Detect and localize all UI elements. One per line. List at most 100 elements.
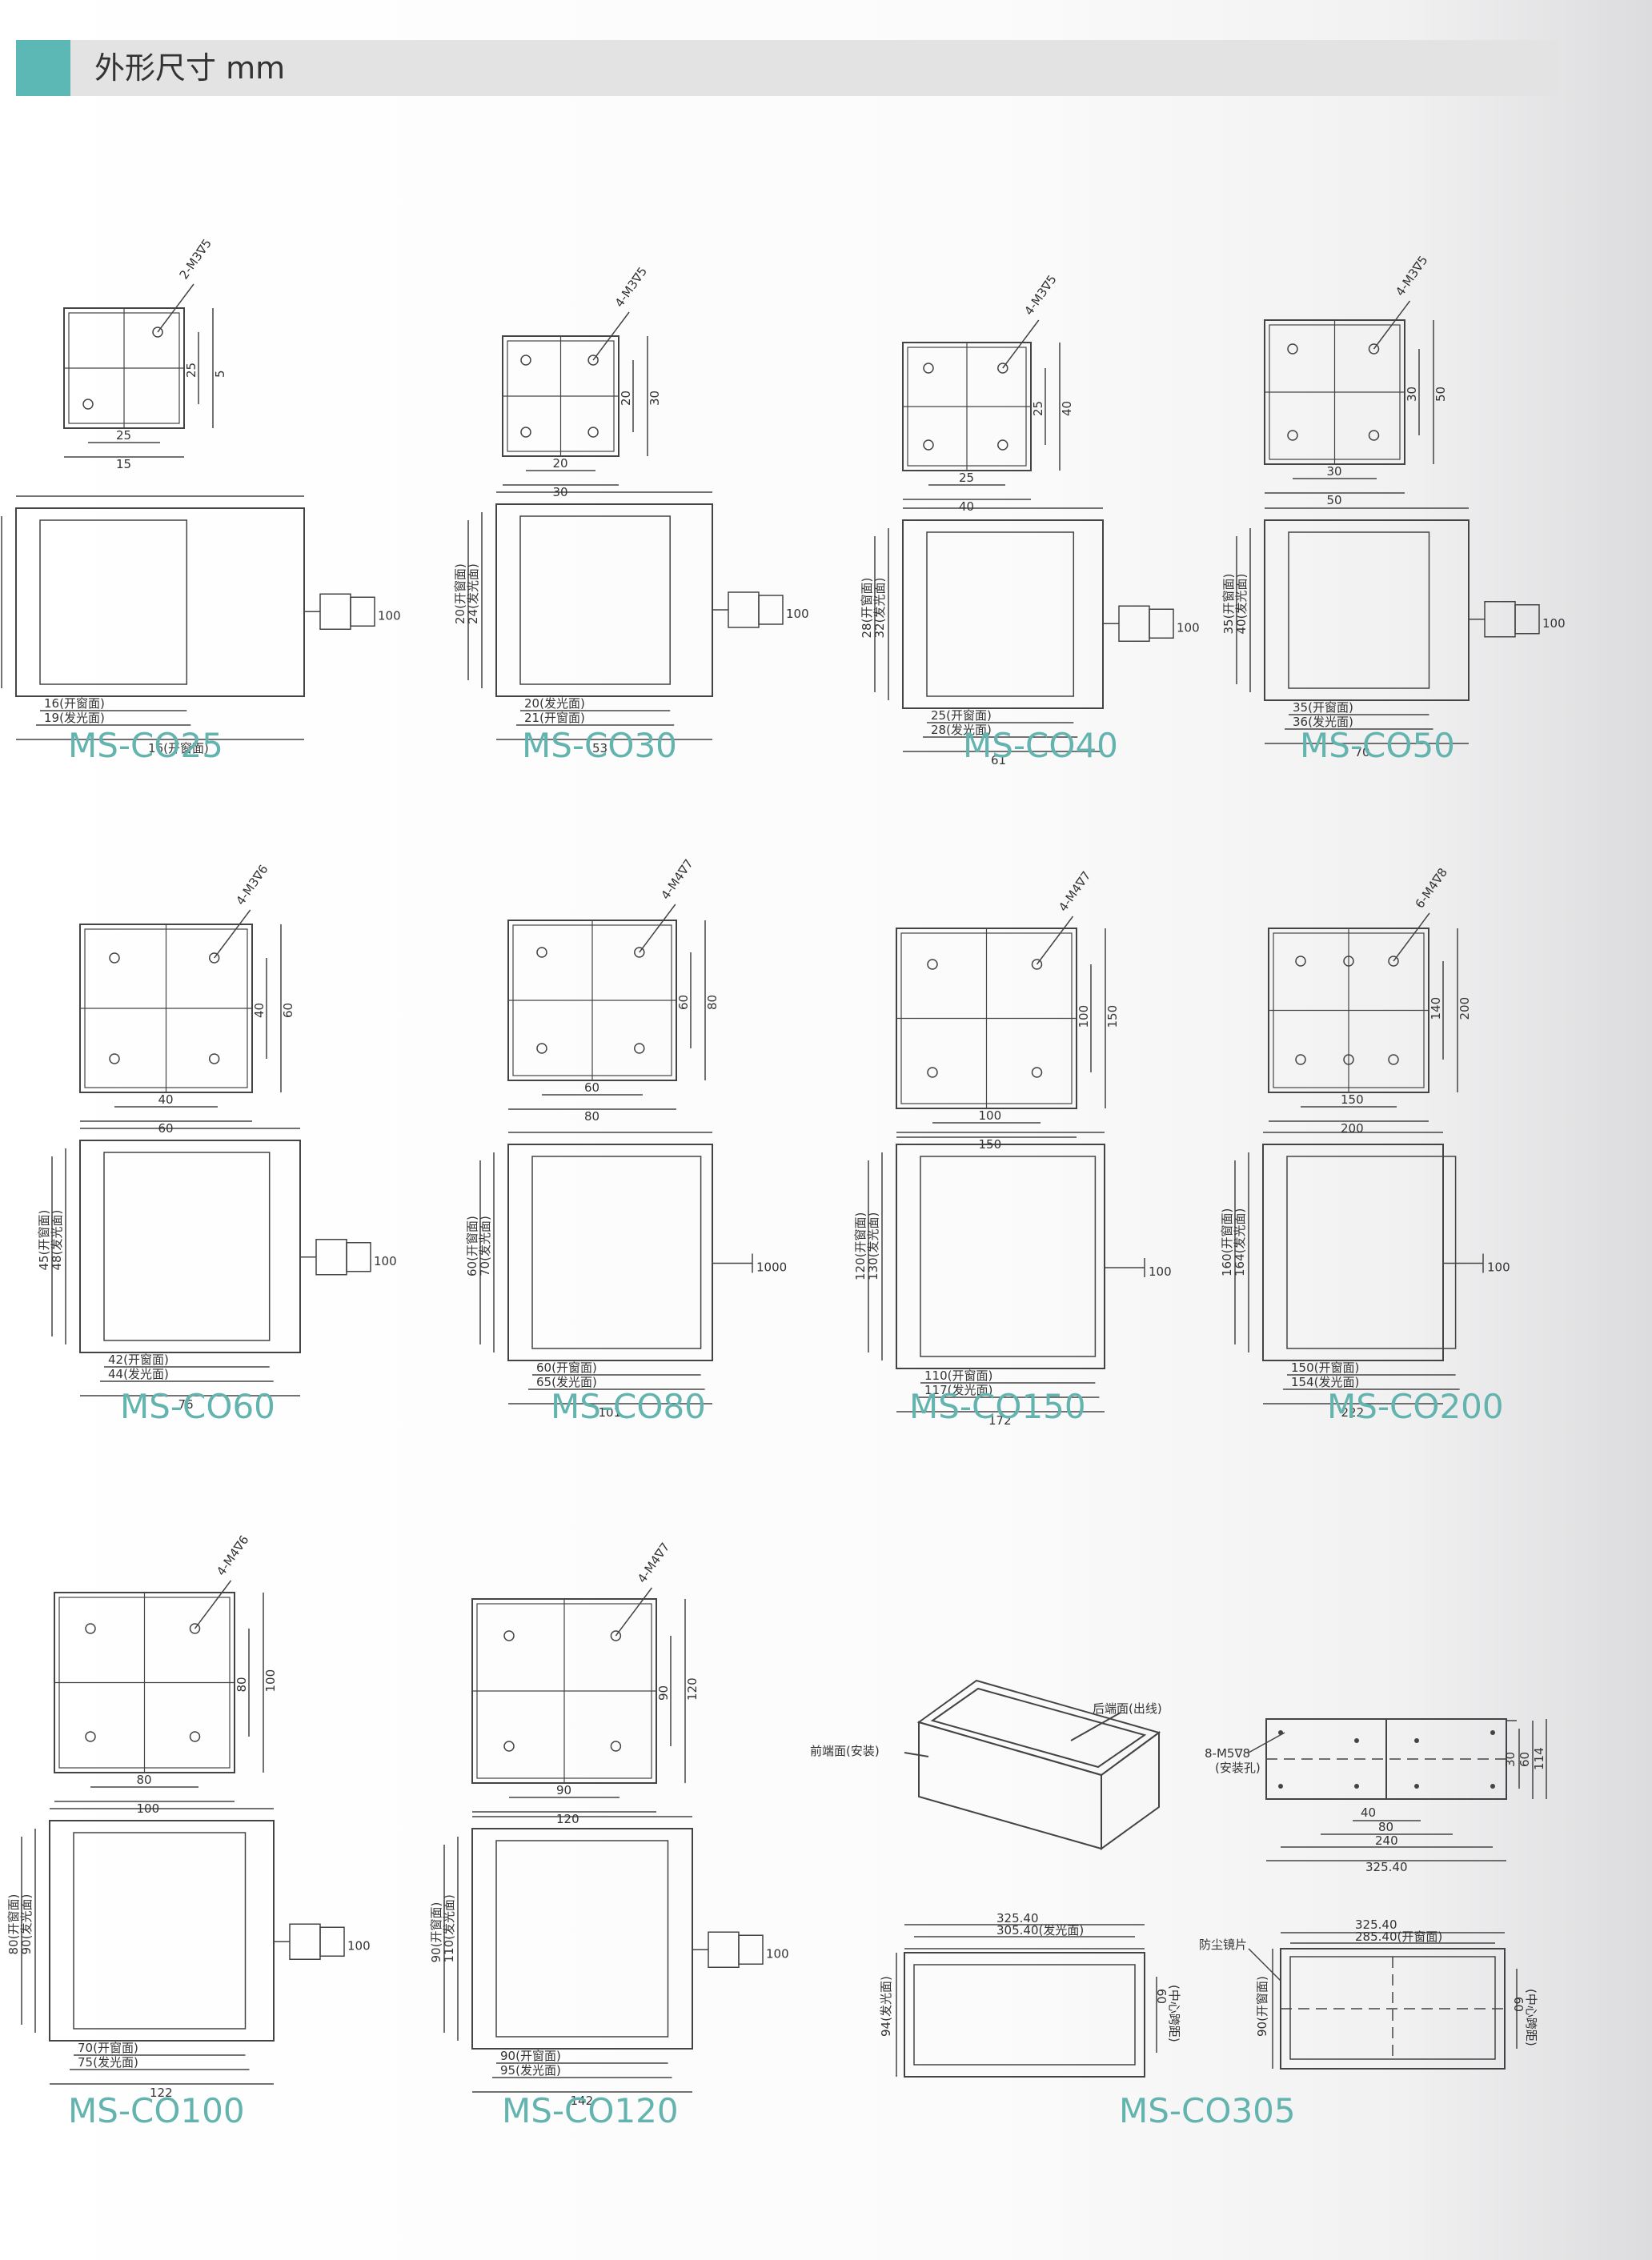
co40-side-dim-b1: 25(开窗面) [931,708,992,723]
co60-side-dim-window: 45(开窗面) [37,1210,51,1271]
co120-side-dim-overall-label: 142 [571,2094,594,2108]
co40-plan-dim-b: 40 [959,499,974,514]
co80-cable-length: 1000 [756,1260,787,1275]
co30-hole-leader [592,311,630,361]
co200-plan-dim-b: 200 [1341,1121,1364,1136]
co150-plan-dim-d: 150 [1105,1005,1120,1028]
co305-side-note: 防尘镜片 [1199,1937,1247,1952]
co150-side-dim-overall-label: 172 [988,1413,1012,1428]
co60-plan-dim-c: 40 [252,1003,267,1018]
co25-plan-dim-c: 25 [184,363,198,378]
co30-mount-hole-4 [520,355,531,366]
co50-mount-hole-3 [1368,430,1380,441]
co60-side-outline [79,1140,301,1353]
co30-plan-dim-a: 20 [553,456,568,471]
co305-side-h2: 60 [1511,1997,1526,2012]
co25-connector-plug [350,596,375,627]
co60-hole-leader [214,909,251,959]
co40-plan-dim-d: 40 [1060,401,1074,416]
co120-cable-length: 100 [766,1946,789,1961]
co40-mount-hole-2 [923,439,934,451]
co200-plan-dim-a: 150 [1341,1092,1364,1107]
co40-plan-dim-c: 25 [1031,401,1045,416]
co80-plan-dim-a: 60 [584,1080,599,1095]
co200-mount-hole-4 [1295,956,1306,967]
co150-hole-leader [1036,916,1074,965]
co80-hole-leader [639,904,676,953]
co200-mount-hole-1 [1388,956,1399,967]
co80-mount-hole-1 [634,947,645,958]
co25-side-outline [15,507,305,697]
co60-mount-hole-2 [109,1053,120,1064]
co100-side-dim-window: 80(开窗面) [6,1894,21,1955]
co150-plan-dim-b: 150 [979,1137,1002,1152]
co60-mount-hole-1 [208,952,220,964]
co25-plan-dim-d: 5 [213,370,227,378]
co305-top-h2: 60 [1518,1752,1532,1767]
co305-top-hole: 8-M5∇8 [1205,1746,1250,1761]
co120-side-window [495,1840,669,2038]
co40-side-window [926,531,1075,697]
co150-plan-dim-c: 100 [1077,1005,1091,1028]
co25-cable-length: 100 [378,608,401,623]
co305-front-w2: 305.40(发光面) [996,1923,1084,1937]
co120-mount-hole-4 [503,1630,515,1641]
co120-plan-dim-d: 120 [685,1677,700,1701]
co200-mount-hole-6 [1343,1054,1354,1065]
co30-side-outline [495,503,713,697]
co120-mount-hole-1 [610,1630,622,1641]
co50-side-dim-b1: 35(开窗面) [1293,700,1353,715]
co200-cable-length: 100 [1487,1260,1510,1275]
co80-plan-dim-d: 80 [705,995,720,1010]
co150-mount-hole-3 [1031,1067,1043,1078]
co30-mount-hole-2 [520,427,531,438]
co30-mount-hole-3 [587,427,599,438]
co305-side-h1: 90(开窗面) [1255,1976,1269,2037]
co30-side-dim-emit: 24(发光面) [466,563,480,624]
co305-top-d1: 40 [1361,1805,1376,1820]
co80-mount-hole-4 [536,947,547,958]
co120-plan-dim-b: 120 [556,1812,579,1826]
co60-plan-dim-d: 60 [281,1003,295,1018]
co30-mount-hole-1 [587,355,599,366]
co305-iso-top [916,1679,1161,1777]
co80-side-dim-emit: 70(发光面) [478,1216,492,1276]
co100-side-dim-b2: 75(发光面) [78,2055,138,2070]
co80-side-outline [507,1144,713,1361]
co30-side-dim-b1: 20(发光面) [524,696,585,711]
co150-mount-hole-2 [927,1067,938,1078]
header-accent-bar [16,40,70,96]
co50-connector-plug [1514,604,1540,635]
co120-side-dim-b1: 90(开窗面) [500,2049,561,2063]
co100-mount-hole-2 [85,1731,96,1742]
co50-plan-dim-a: 30 [1327,464,1342,479]
co50-cable-length: 100 [1542,616,1566,631]
co50-side-dim-b2: 36(发光面) [1293,715,1353,729]
co150-side-dim-window: 120(开窗面) [853,1212,868,1280]
co60-mount-hole-4 [109,952,120,964]
co120-plan-dim-c: 90 [656,1685,671,1701]
co100-plan-dim-c: 80 [235,1677,249,1692]
co305-front-w1: 325.40 [996,1911,1039,1925]
model-label-ms-co40: MS-CO40 [963,726,1118,765]
co50-plan-dim-b: 50 [1327,493,1342,507]
co100-plan-dim-b: 100 [137,1801,160,1816]
co305-iso-back-label: 后端面(出线) [1093,1701,1162,1716]
co50-side-dim-overall-label: 70 [1355,745,1370,759]
co200-side-dim-b1: 150(开窗面) [1291,1360,1359,1375]
co120-side-dim-emit: 110(发光面) [442,1894,456,1962]
co50-mount-hole-4 [1287,343,1298,355]
co50-side-dim-window: 35(开窗面) [1221,574,1236,635]
co305-iso-front [918,1721,1102,1850]
co305-iso-side [1101,1731,1160,1850]
model-label-ms-co100: MS-CO100 [68,2091,245,2130]
co80-mount-hole-2 [536,1043,547,1054]
co40-mount-hole-1 [997,363,1008,374]
co200-side-dim-b2: 154(发光面) [1291,1375,1359,1389]
